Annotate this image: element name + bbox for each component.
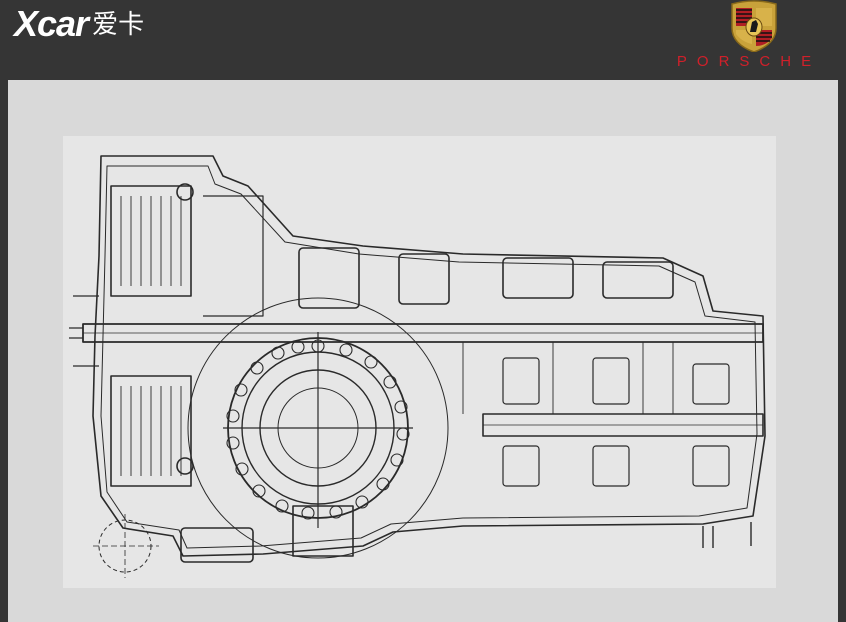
transmission-cutaway-icon (69, 155, 766, 578)
transmission-diagram (63, 136, 776, 588)
xcar-logo-chinese: 爱卡 (92, 9, 145, 39)
xcar-logo[interactable]: Xcar 爱卡 (14, 4, 144, 44)
porsche-wordmark: PORSCHE (676, 53, 822, 70)
image-panel (8, 80, 838, 622)
porsche-logo: PORSCHE (656, 0, 842, 76)
header: Xcar 爱卡 PORSCHE (0, 0, 846, 80)
porsche-crest-icon (731, 0, 777, 52)
xcar-logo-latin: Xcar (14, 3, 89, 44)
